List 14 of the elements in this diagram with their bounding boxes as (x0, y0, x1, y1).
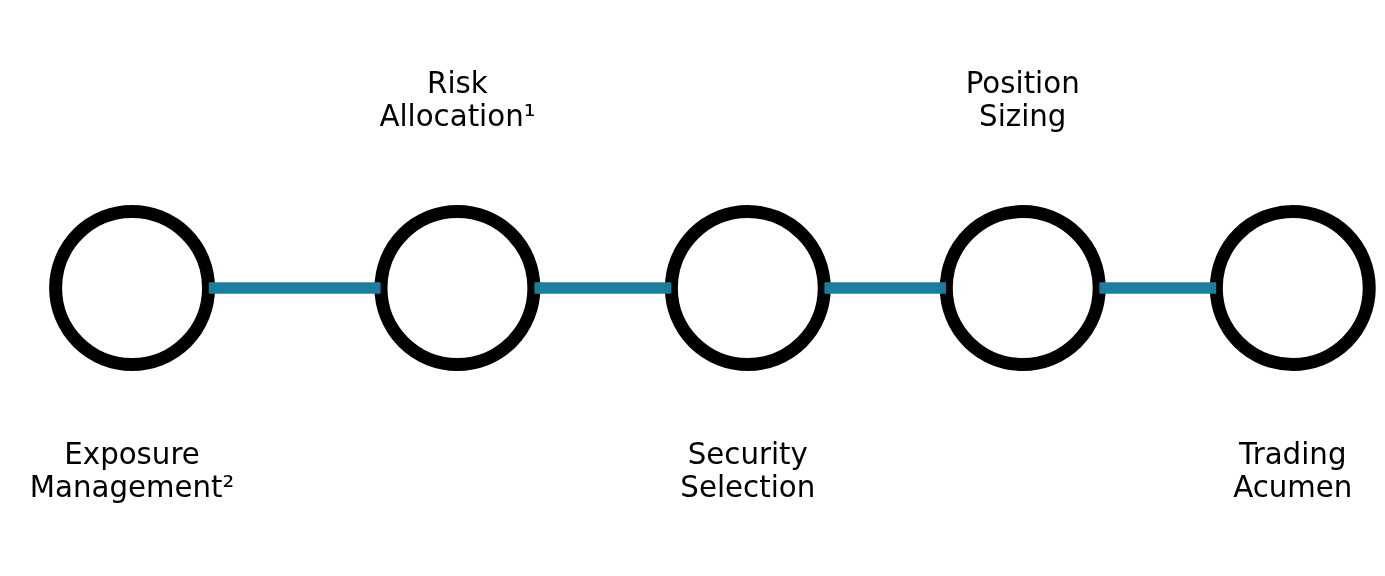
node-circle (939, 205, 1106, 371)
node-circle (49, 205, 216, 371)
node-label: Risk Allocation¹ (379, 66, 536, 133)
node-circle (1209, 205, 1376, 371)
node-circle (664, 205, 831, 371)
connector (824, 282, 946, 294)
connector (208, 282, 381, 294)
node-label: Exposure Management² (29, 437, 235, 504)
node-circle (374, 205, 541, 371)
node-label: Position Sizing (965, 66, 1080, 133)
connector (1099, 282, 1217, 294)
node-label: Security Selection (680, 437, 816, 504)
node-label: Trading Acumen (1233, 437, 1353, 504)
connector (534, 282, 672, 294)
